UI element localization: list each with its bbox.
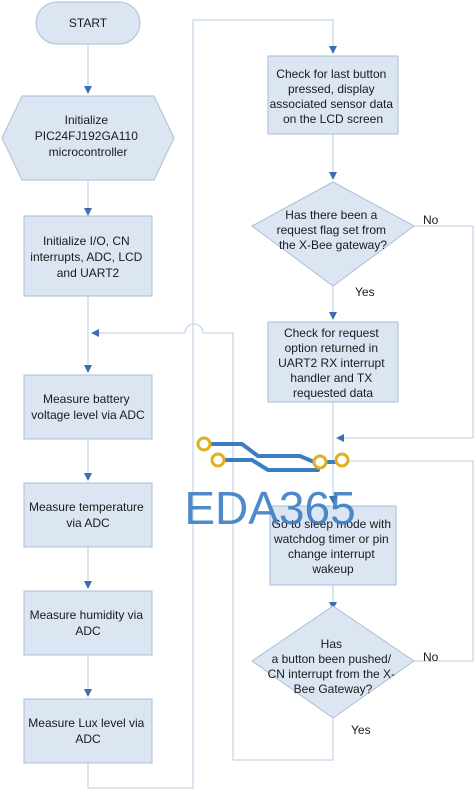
watermark-text: EDA365	[184, 482, 355, 534]
init-mcu-line1: Initialize	[65, 113, 109, 127]
init-mcu-hexagon: Initialize PIC24FJ192GA110 microcontroll…	[1, 95, 175, 181]
svg-text:Has there been a request: Has there been a request flag set from t…	[277, 208, 390, 252]
sleep-mode-line4: wakeup	[311, 562, 354, 576]
check-request-line3: UART2 RX interrupt	[278, 356, 385, 370]
measure-lux-box: Measure Lux level via ADC	[23, 698, 153, 764]
svg-text:Check for last button pr: Check for last button pressed, display a…	[270, 67, 397, 126]
svg-text:Initialize I/O, CN inter: Initialize I/O, CN interrupts, ADC, LCD …	[30, 234, 145, 280]
svg-text:Initialize PIC24FJ192GA1: Initialize PIC24FJ192GA110 microcontroll…	[35, 113, 142, 159]
button-pushed-line1: Has	[321, 637, 342, 651]
button-pushed-line3: CN interrupt from the X-	[268, 667, 395, 681]
svg-text:Check for request option: Check for request option returned in UAR…	[278, 326, 388, 400]
sleep-mode-line3: change interrupt	[288, 547, 375, 561]
svg-text:Measure humidity via ADC: Measure humidity via ADC	[30, 608, 147, 638]
svg-text:Measure Lux level via AD: Measure Lux level via ADC	[28, 716, 147, 746]
check-button-line1: Check for last button	[276, 67, 386, 81]
measure-temp-line2: via ADC	[66, 516, 110, 530]
svg-text:Measure battery voltage: Measure battery voltage level via ADC	[31, 392, 145, 422]
start-label: START	[69, 16, 108, 30]
init-mcu-line2: PIC24FJ192GA110	[35, 129, 138, 143]
check-request-line4: handler and TX	[290, 371, 372, 385]
measure-battery-line1: Measure battery	[43, 392, 130, 406]
measure-battery-line2: voltage level via ADC	[31, 408, 145, 422]
check-request-line1: Check for request	[284, 326, 379, 340]
init-io-line2: interrupts, ADC, LCD	[30, 250, 142, 264]
svg-text:Has a button been pushed: Has a button been pushed/ CN interrupt f…	[268, 637, 399, 696]
check-request-line2: option returned in	[285, 341, 378, 355]
button-pushed-decision: Has a button been pushed/ CN interrupt f…	[251, 605, 415, 719]
measure-humidity-line2: ADC	[75, 624, 101, 638]
measure-lux-line1: Measure Lux level via	[28, 716, 144, 730]
measure-temp-box: Measure temperature via ADC	[23, 482, 153, 548]
init-io-line1: Initialize I/O, CN	[43, 234, 130, 248]
request-flag-line2: request flag set from	[277, 223, 386, 237]
measure-temp-line1: Measure temperature	[29, 500, 144, 514]
check-button-line2: pressed, display	[288, 82, 375, 96]
connectors	[84, 19, 474, 789]
sleep-mode-line2: watchdog timer or pin	[273, 532, 389, 546]
sleep-mode-line1: Go to sleep mode with	[272, 517, 391, 531]
measure-lux-line2: ADC	[75, 732, 101, 746]
check-button-box: Check for last button pressed, display a…	[267, 55, 399, 135]
init-mcu-line3: microcontroller	[49, 145, 128, 159]
check-request-line5: requested data	[293, 386, 373, 400]
request-flag-line3: the X-Bee gateway?	[279, 238, 387, 252]
check-button-line4: on the LCD screen	[283, 112, 383, 126]
button-pushed-line4: Bee Gateway?	[294, 682, 373, 696]
measure-humidity-line1: Measure humidity via	[30, 608, 144, 622]
svg-text:Measure temperature via: Measure temperature via ADC	[29, 500, 147, 530]
svg-text:Go to sleep mode with wa: Go to sleep mode with watchdog timer or …	[272, 517, 395, 576]
init-io-box: Initialize I/O, CN interrupts, ADC, LCD …	[23, 215, 153, 297]
sleep-mode-box: Go to sleep mode with watchdog timer or …	[269, 505, 397, 586]
request-flag-decision: Has there been a request flag set from t…	[251, 181, 415, 287]
no-label-2: No	[423, 650, 439, 664]
request-flag-line1: Has there been a	[285, 208, 377, 222]
yes-label-2: Yes	[351, 723, 371, 737]
start-terminator: START	[35, 1, 141, 45]
init-io-line3: and UART2	[57, 266, 120, 280]
check-button-line3: associated sensor data	[270, 97, 394, 111]
measure-humidity-box: Measure humidity via ADC	[23, 590, 153, 656]
measure-battery-box: Measure battery voltage level via ADC	[23, 374, 153, 440]
button-pushed-line2: a button been pushed/	[272, 652, 392, 666]
check-request-box: Check for request option returned in UAR…	[267, 321, 399, 403]
yes-label-1: Yes	[355, 285, 375, 299]
no-label-1: No	[423, 213, 439, 227]
watermark-logo: EDA365	[184, 436, 356, 534]
